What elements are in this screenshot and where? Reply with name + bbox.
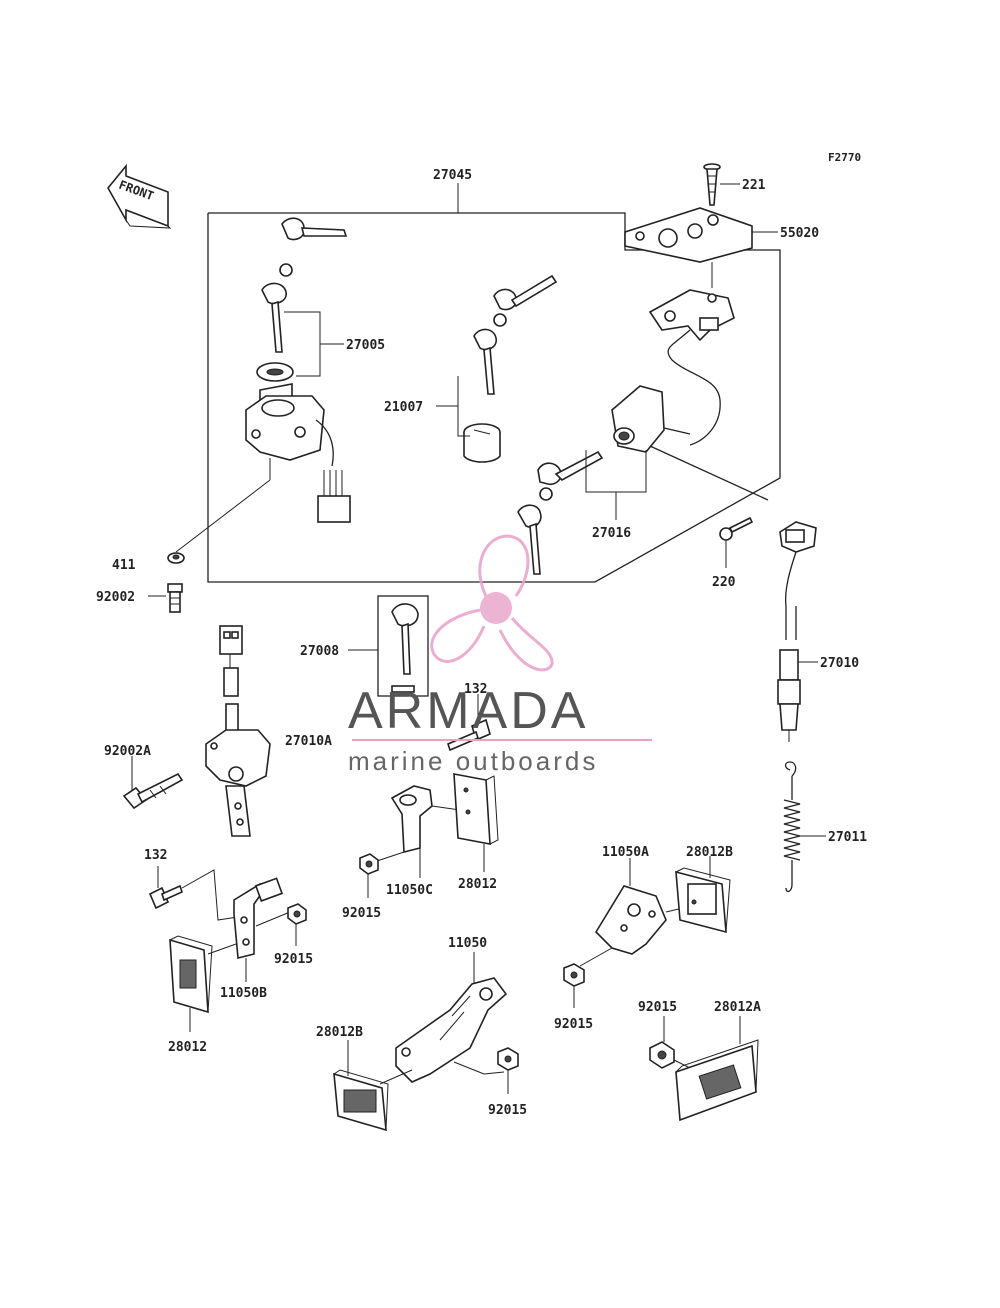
callout-27011: 27011 — [828, 830, 867, 845]
switch-mount-27010A-icon — [205, 625, 271, 837]
callout-92015-bottom-right: 92015 — [638, 1000, 677, 1015]
figure-code: F2770 — [828, 151, 861, 164]
watermark-title: ARMADA — [348, 682, 588, 740]
callout-221: 221 — [742, 178, 766, 193]
bracket-55020-icon — [624, 207, 778, 288]
propeller-blade-icon — [478, 534, 530, 601]
callout-28012B-bottom: 28012B — [316, 1025, 363, 1040]
washer-411-icon — [167, 552, 185, 564]
callout-92015-center: 92015 — [342, 906, 381, 921]
callout-92002A: 92002A — [104, 744, 151, 759]
bracket-11050C-icon — [373, 785, 461, 878]
front-arrow-icon: FRONT — [107, 163, 172, 229]
callout-11050: 11050 — [448, 936, 487, 951]
bracket-11050B-icon — [233, 877, 291, 982]
armada-logo-icon — [430, 534, 554, 672]
nut-92015-icon — [287, 903, 307, 946]
callout-132-lower: 132 — [144, 848, 167, 863]
callout-11050B: 11050B — [220, 986, 267, 1001]
nut-92015-icon — [359, 853, 379, 898]
reflector-28012-icon — [453, 773, 499, 872]
switch-27010-icon — [777, 521, 818, 742]
lock-cylinder-icon — [463, 423, 501, 463]
watermark-subtitle: marine outboards — [348, 746, 598, 776]
nut-92015-icon — [563, 963, 585, 1008]
set-frame-27045 — [207, 183, 781, 583]
ignition-switch-icon — [245, 362, 351, 523]
reflector-28012-icon — [169, 935, 237, 1032]
callout-11050C: 11050C — [386, 883, 433, 898]
seat-lock-icon — [611, 385, 769, 501]
key-blank-27008-icon — [348, 595, 429, 697]
callout-27045: 27045 — [433, 168, 472, 183]
propeller-blade-icon — [430, 608, 486, 663]
callout-27016: 27016 — [592, 526, 631, 541]
callout-92015-bottom: 92015 — [488, 1103, 527, 1118]
spring-27011-icon — [783, 761, 826, 893]
key-icon — [261, 217, 348, 353]
callout-220: 220 — [712, 575, 736, 590]
reflector-28012B-icon — [675, 856, 731, 934]
nut-92015-icon — [497, 1047, 519, 1094]
propeller-blade-icon — [498, 617, 554, 672]
callout-92015-left: 92015 — [274, 952, 313, 967]
callout-411: 411 — [112, 558, 136, 573]
callout-27005: 27005 — [346, 338, 385, 353]
bracket-11050A-icon — [579, 858, 701, 967]
key-icon — [517, 450, 604, 575]
callout-27010: 27010 — [820, 656, 859, 671]
screw-221-icon — [703, 163, 740, 206]
callout-27008: 27008 — [300, 644, 339, 659]
screw-220-icon — [719, 516, 754, 568]
reflector-28012A-icon — [675, 1016, 759, 1122]
nut-92015-icon — [649, 1016, 691, 1069]
seat-lock-bracket-icon — [648, 289, 735, 446]
callout-28012A: 28012A — [714, 1000, 761, 1015]
callout-11050A: 11050A — [602, 845, 649, 860]
propeller-hub-icon — [480, 592, 512, 624]
callout-28012-left: 28012 — [168, 1040, 207, 1055]
bolt-132-icon — [148, 866, 245, 921]
bolt-92002-icon — [148, 583, 183, 613]
bracket-11050-icon — [379, 952, 508, 1085]
callout-132-upper: 132 — [464, 682, 487, 697]
callout-28012B-right: 28012B — [686, 845, 733, 860]
callout-21007: 21007 — [384, 400, 423, 415]
key-icon — [473, 274, 558, 395]
bolt-92002A-icon — [122, 756, 184, 810]
callout-27010A: 27010A — [285, 734, 332, 749]
callout-28012-center: 28012 — [458, 877, 497, 892]
callout-55020: 55020 — [780, 226, 819, 241]
reflector-28012B-icon — [333, 1040, 389, 1132]
callout-92015-right: 92015 — [554, 1017, 593, 1032]
callout-92002: 92002 — [96, 590, 135, 605]
